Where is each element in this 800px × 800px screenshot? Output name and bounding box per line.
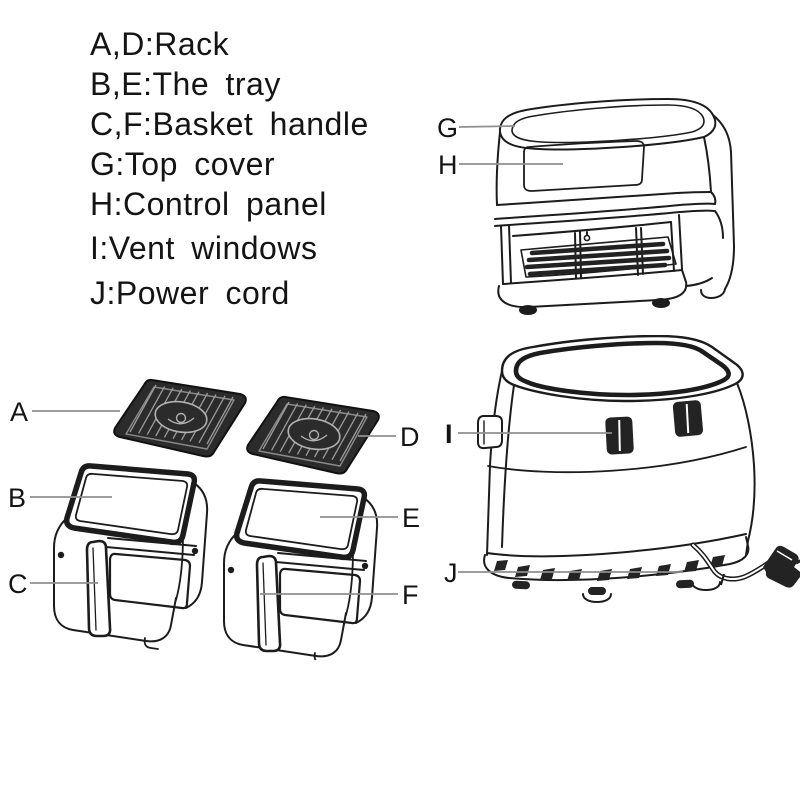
inner-grill xyxy=(520,236,677,278)
callout-letter-control-panel: H xyxy=(438,150,458,180)
callout-letter-tray-left: B xyxy=(8,483,26,513)
cavity-frame xyxy=(500,214,683,285)
callout-letter-power-cord: J xyxy=(444,558,458,588)
callout-letter-rack-left: A xyxy=(10,397,28,427)
tray-b-with-handle-c xyxy=(54,466,207,649)
power-cord xyxy=(690,542,800,588)
back-view-device xyxy=(477,335,756,603)
callout-letter-top-cover: G xyxy=(437,113,458,143)
legend-item-top-cover: G:Top cover xyxy=(90,146,276,182)
rack-a xyxy=(113,378,247,458)
foot xyxy=(519,305,537,315)
legend-item-power-cord: J:Power cord xyxy=(90,275,290,311)
callout-letter-handle-right: F xyxy=(402,580,419,610)
leader-line-g xyxy=(458,125,516,128)
power-plug xyxy=(763,545,800,588)
legend-item-vent-windows: I:Vent windows xyxy=(90,230,318,266)
legend-item-rack: A,D:Rack xyxy=(90,26,230,62)
back-view-illustration: I J xyxy=(444,335,800,603)
legend-item-tray: B,E:The tray xyxy=(90,66,281,102)
parts-illustration: A B C D E F xyxy=(8,378,420,660)
callout-letter-tray-right: E xyxy=(402,503,420,533)
control-panel-window xyxy=(523,140,645,192)
front-view-illustration: G H xyxy=(437,98,735,315)
legend-item-control-panel: H:Control panel xyxy=(90,186,327,222)
callout-letter-vent-windows: I xyxy=(445,419,453,449)
tray-e-with-handle-f xyxy=(224,481,377,660)
callout-letter-rack-right: D xyxy=(400,422,420,452)
front-view-device xyxy=(494,98,735,315)
base-vents xyxy=(494,555,725,595)
legend-item-basket-handle: C,F:Basket handle xyxy=(90,106,369,142)
callout-letter-handle-left: C xyxy=(8,569,28,599)
device-base xyxy=(497,269,726,315)
device-right-side xyxy=(712,114,735,290)
foot xyxy=(652,298,670,308)
side-handle-tab xyxy=(477,415,503,450)
legend: A,D:Rack B,E:The tray C,F:Basket handle … xyxy=(90,24,369,313)
